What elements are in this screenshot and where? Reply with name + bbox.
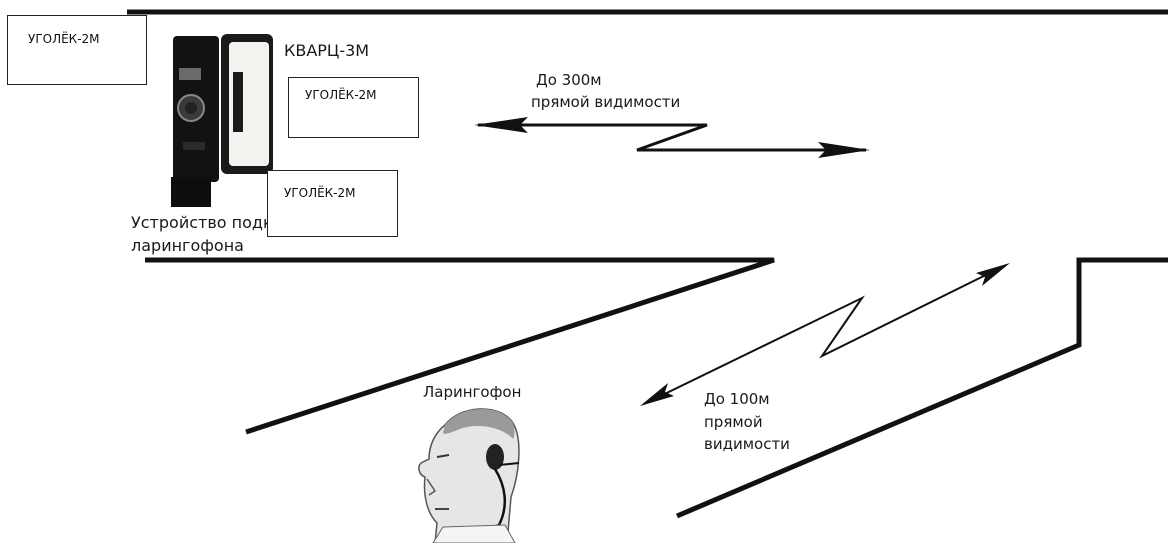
link-300m-arrow [478,123,866,152]
adapter-label-line2: ларингофона [131,236,244,255]
middle-wall-line [145,257,775,435]
ugolek-box-3-label: УГОЛЁК-2М [284,186,356,200]
person-with-headset-icon [415,405,535,544]
link-300m-label-line2: прямой видимости [531,93,681,111]
arrow-head-left [474,117,528,133]
adapter-label-line1: Устройство подк [131,213,267,232]
ugolek-box-3: УГОЛЁК-2М [267,170,398,237]
right-wall-line [676,257,1168,519]
arrow-head-right [818,142,870,158]
laryngophone-label: Ларингофон [423,383,522,401]
ugolek-box-1-label: УГОЛЁК-2М [28,32,100,46]
device-name-label: КВАРЦ-3М [284,41,370,60]
ugolek-box-2: УГОЛЁК-2М [288,77,419,138]
arrow-head-up-right [976,263,1010,286]
radio-device-image [165,32,275,207]
link-100m-arrow [643,264,1007,405]
ugolek-box-1: УГОЛЁК-2М [7,15,147,85]
arrow-head-down-left [640,383,674,406]
adapter-label: Устройство подк [131,212,267,233]
link-100m-label-line3: видимости [704,435,790,453]
ugolek-box-2-label: УГОЛЁК-2М [305,88,377,102]
link-300m-label-line1: До 300м [536,71,602,89]
link-100m-label-line2: прямой [704,413,763,431]
link-100m-label-line1: До 100м [704,390,770,408]
person-image [415,405,535,544]
walkie-talkie-icon [165,32,275,207]
